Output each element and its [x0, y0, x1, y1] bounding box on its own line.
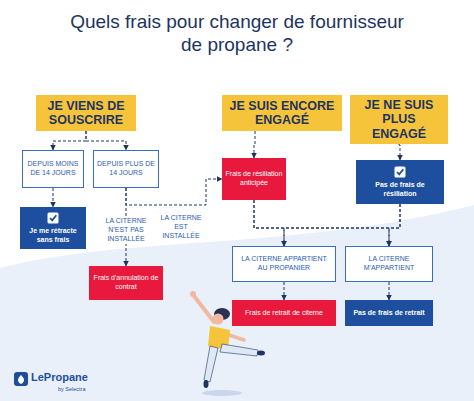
situation-banner: JE VIENS DE SOUSCRIRE — [36, 95, 136, 131]
no-fee-box: Je me rétracte sans frais — [20, 207, 86, 249]
leg — [220, 344, 258, 356]
box-text: JE VIENS DE SOUSCRIRE — [41, 99, 131, 128]
wave-shape — [0, 205, 474, 401]
logo-icon — [14, 372, 28, 386]
raised-arm — [194, 296, 214, 322]
logo-text: by Selectra — [58, 386, 86, 392]
condition-box: DEPUIS PLUS DE 14 JOURS — [93, 150, 159, 188]
box-text: Pas de frais de résiliation — [359, 181, 441, 199]
check-icon — [47, 212, 59, 224]
no-fee-box: Pas de frais de retrait — [345, 300, 433, 326]
dashed-arrow — [53, 188, 54, 207]
condition-box: LA CITERNE M'APPARTIENT — [345, 246, 433, 282]
box-text: Frais d'annulation de contrat — [92, 274, 160, 292]
dashed-arrow — [389, 204, 400, 246]
no-fee-box: Pas de frais de résiliation — [356, 160, 444, 204]
dashed-arrow — [53, 131, 86, 150]
fee-box: Frais de résiliation anticipée — [222, 158, 286, 200]
dashed-arrow — [254, 200, 284, 246]
shoe — [204, 380, 209, 388]
logo-flame — [18, 375, 24, 384]
title: Quels frais pour changer de fournisseur … — [70, 10, 404, 56]
dashed-arrow — [389, 282, 390, 300]
condition-box: DEPUIS MOINS DE 14 JOURS — [22, 150, 84, 188]
shoe — [257, 351, 265, 356]
box-text: Je me rétracte sans frais — [23, 227, 83, 245]
dashed-arrow — [399, 144, 400, 160]
situation-banner: JE SUIS ENCORE ENGAGÉ — [222, 95, 342, 131]
branch-label: LA CITERNE N'EST PAS INSTALLÉE — [98, 216, 154, 244]
fee-box: Frais d'annulation de contrat — [89, 266, 163, 300]
check-icon — [394, 166, 406, 178]
dashed-arrow — [284, 204, 400, 246]
fee-box: Frais de retrait de citerne — [232, 300, 336, 326]
box-text: DEPUIS MOINS DE 14 JOURS — [26, 160, 80, 178]
head — [213, 314, 224, 325]
situation-banner: JE NE SUIS PLUS ENGAGÉ — [350, 95, 448, 144]
box-text: Pas de frais de retrait — [353, 309, 424, 318]
branch-label: LA CITERNE EST INSTALLÉE — [160, 213, 202, 241]
box-text: LA CITERNE M'APPARTIENT — [349, 255, 429, 273]
box-text: Frais de résiliation anticipée — [225, 170, 283, 188]
hand — [190, 291, 196, 297]
dashed-arrow — [254, 131, 255, 158]
logo-text: LePropane — [31, 371, 88, 383]
dashed-arrow — [86, 131, 126, 150]
box-text: JE SUIS ENCORE ENGAGÉ — [227, 99, 337, 128]
box-text: JE NE SUIS PLUS ENGAGÉ — [355, 98, 443, 141]
condition-box: LA CITERNE APPARTIENT AU PROPANIER — [232, 246, 336, 282]
dashed-arrow — [284, 282, 285, 300]
box-text: Frais de retrait de citerne — [245, 309, 323, 318]
dashed-arrow — [254, 200, 389, 246]
leg — [204, 346, 218, 382]
shadow — [202, 390, 242, 396]
box-text: LA CITERNE APPARTIENT AU PROPANIER — [236, 255, 332, 273]
box-text: DEPUIS PLUS DE 14 JOURS — [97, 160, 155, 178]
